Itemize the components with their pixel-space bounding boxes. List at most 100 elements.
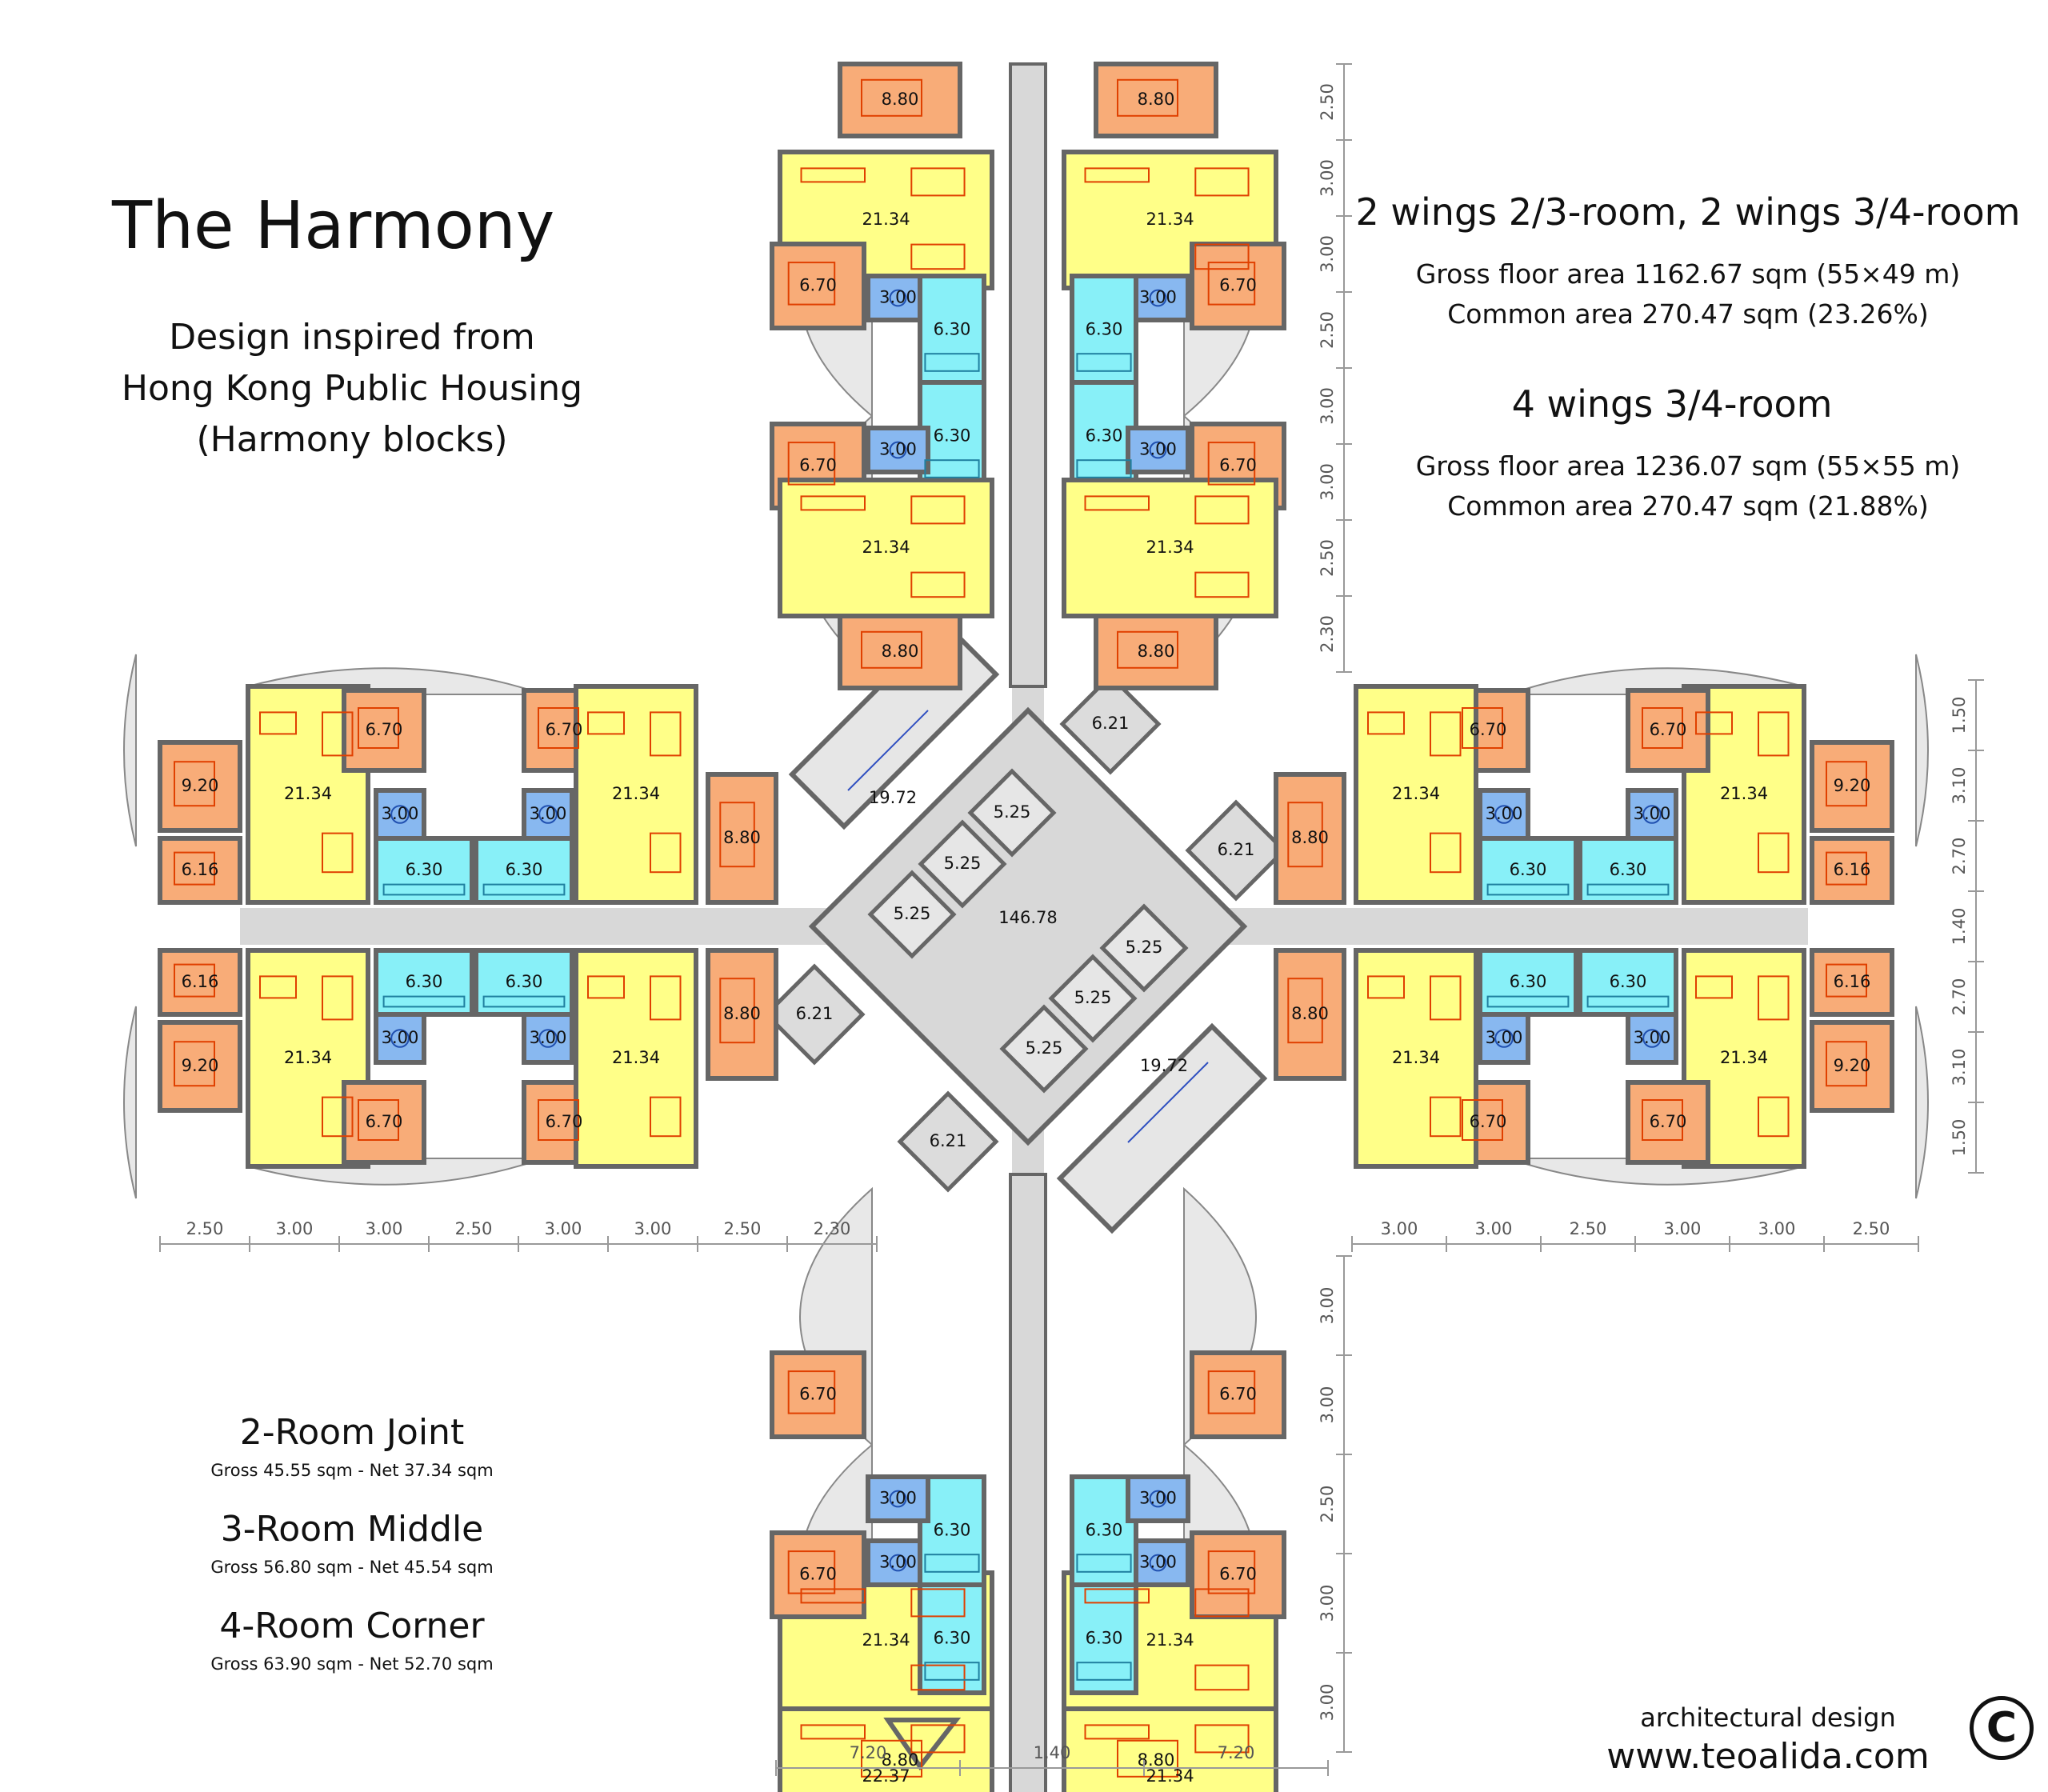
area-label: 6.30: [1086, 1521, 1123, 1540]
bedroom: [706, 948, 778, 1081]
staircase: [1056, 1022, 1268, 1234]
area-label: 9.20: [1834, 1056, 1871, 1075]
sofa: [1367, 975, 1405, 999]
corridors: [240, 62, 1808, 1792]
area-label: 6.30: [506, 972, 543, 991]
bed: [1207, 1370, 1256, 1414]
sofa: [587, 711, 625, 735]
bed: [1826, 851, 1867, 886]
room-type-name: 4-Room Corner: [219, 1606, 485, 1646]
living-room: [246, 684, 370, 905]
living-room: [1062, 478, 1278, 618]
dining-table: [1194, 571, 1250, 598]
counter: [1486, 995, 1570, 1008]
dimension-label: 3.10: [1950, 1049, 1969, 1086]
bed: [1287, 802, 1323, 868]
area-label: 21.34: [612, 1048, 660, 1067]
area-label: 6.70: [1219, 276, 1257, 295]
dimension-label: 2.50: [724, 1219, 762, 1238]
dining-table: [322, 832, 354, 874]
bed: [174, 963, 215, 998]
wing-info-heading: 2 wings 2/3-room, 2 wings 3/4-room: [1355, 190, 2021, 234]
room-type-area: Gross 56.80 sqm - Net 45.54 sqm: [210, 1558, 494, 1577]
lobby-room: [897, 1090, 999, 1193]
toilet: [1494, 805, 1514, 824]
toilet: [390, 805, 410, 824]
area-label: 5.25: [1126, 938, 1163, 957]
area-label: 19.72: [1140, 1056, 1188, 1075]
dining-table: [1430, 1096, 1462, 1138]
dimension-label: 2.50: [455, 1219, 493, 1238]
dining-table: [1194, 495, 1250, 525]
dimension-label: 7.20: [1218, 1743, 1255, 1762]
toilet: [538, 805, 558, 824]
toilet: [390, 1029, 410, 1048]
area-label: 3.00: [1139, 440, 1177, 459]
lift-shaft: [1048, 954, 1138, 1043]
bed: [358, 707, 399, 749]
dining-table: [322, 975, 354, 1021]
toilet: [889, 1490, 907, 1508]
sofa: [1084, 495, 1150, 511]
stair-arrow: [1127, 1062, 1209, 1143]
bedroom: [770, 1350, 866, 1439]
credit-website[interactable]: www.teoalida.com: [1606, 1736, 1930, 1777]
area-label: 6.70: [799, 1385, 837, 1404]
bedroom: [706, 772, 778, 905]
area-label: 21.34: [1146, 538, 1194, 557]
sofa: [587, 975, 625, 999]
room-area-labels: 19.7219.72146.785.255.255.255.255.255.25…: [182, 90, 1871, 1786]
dimension-label: 1.40: [1950, 908, 1969, 946]
area-label: 3.00: [1634, 1028, 1671, 1047]
area-label: 6.30: [1510, 972, 1547, 991]
dining-table: [650, 832, 682, 874]
bed: [174, 1041, 215, 1087]
bathroom: [522, 1012, 574, 1065]
area-label: 6.21: [796, 1004, 834, 1023]
lobby-room: [1059, 673, 1162, 775]
area-label: 5.25: [944, 854, 982, 873]
toilet: [1149, 289, 1167, 307]
area-label: 5.25: [1026, 1038, 1063, 1058]
area-label: 9.20: [182, 776, 219, 795]
bed: [538, 707, 579, 749]
area-label: 21.34: [612, 784, 660, 803]
dimension-label: 3.00: [1318, 1684, 1337, 1722]
counter: [924, 1554, 980, 1573]
bedroom: [770, 242, 866, 330]
kitchen: [918, 1582, 986, 1695]
area-label: 6.30: [506, 860, 543, 879]
bed: [861, 1739, 922, 1778]
bathroom: [1478, 788, 1530, 841]
area-label: 6.21: [1092, 714, 1130, 733]
bed: [861, 78, 922, 117]
dining-table: [322, 711, 354, 757]
bathroom: [1126, 1474, 1190, 1523]
area-label: 8.80: [882, 90, 919, 109]
bedroom: [158, 948, 242, 1017]
area-label: 6.30: [1610, 860, 1647, 879]
toilet: [889, 289, 907, 307]
sofa: [1084, 1588, 1150, 1604]
sofa: [800, 1588, 866, 1604]
dining-table: [1194, 167, 1250, 197]
toilet: [889, 1554, 907, 1572]
lift-shaft: [867, 870, 957, 959]
counter: [1076, 459, 1132, 478]
dining-table: [650, 1096, 682, 1138]
area-label: 6.21: [930, 1131, 967, 1150]
lobby-room: [763, 963, 866, 1066]
room-type-name: 3-Room Middle: [220, 1509, 484, 1550]
area-label: 8.80: [1138, 90, 1175, 109]
dimension-label: 2.50: [1853, 1219, 1890, 1238]
area-label: 3.00: [1139, 288, 1177, 307]
counter: [1586, 883, 1670, 896]
bedroom: [1626, 1080, 1710, 1165]
dimension-label: 2.70: [1950, 838, 1969, 875]
furniture: [174, 78, 1867, 1778]
balcony: [1915, 654, 1929, 847]
area-label: 6.70: [1470, 720, 1507, 739]
rooms: [158, 62, 1894, 1792]
dining-table: [910, 1664, 966, 1691]
area-label: 3.00: [530, 1028, 567, 1047]
